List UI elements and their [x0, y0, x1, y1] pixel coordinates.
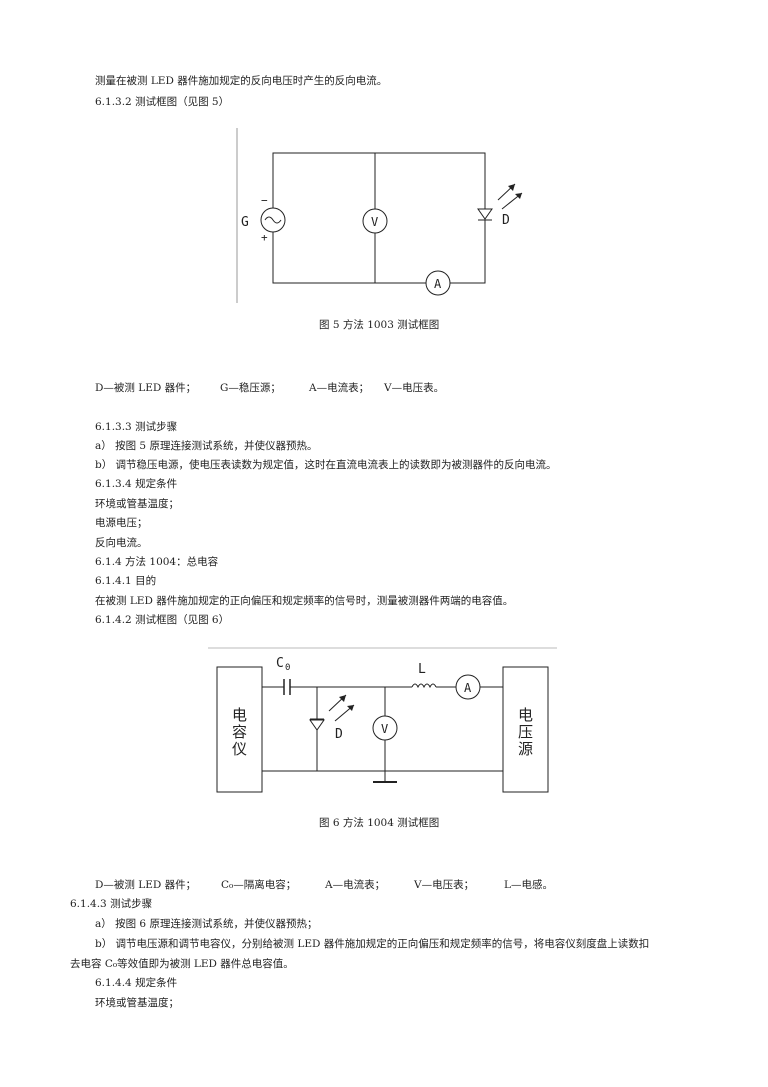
legend-item: A—电流表； [309, 382, 370, 394]
condition-temperature: 环境或管基温度； [95, 498, 179, 510]
legend-item: V—电压表。 [384, 382, 445, 394]
heading-6-1-3-3: 6.1.3.3 测试步骤 [95, 421, 178, 433]
step-b-fig6: b） 调节电压源和调节电容仪，分别给被测 LED 器件施加规定的正向偏压和规定频… [95, 938, 650, 950]
legend-item: D—被测 LED 器件； [95, 879, 197, 891]
legend-item: V—电压表； [414, 879, 475, 891]
minus-sign: − [261, 194, 268, 207]
step-a: a） 按图 5 原理连接测试系统，并使仪器预热。 [95, 440, 318, 452]
legend-figure-6: D—被测 LED 器件； C₀—隔离电容； A—电流表； V—电压表； L—电感。 [95, 878, 553, 892]
voltage-source-char: 源 [518, 740, 533, 758]
figure-5-circuit: G − + V A D [236, 128, 523, 303]
capacitance-meter-char: 容 [232, 723, 247, 741]
inductor-label: L [418, 662, 426, 677]
voltmeter-label: V [371, 215, 378, 229]
paragraph-purpose: 在被测 LED 器件施加规定的正向偏压和规定频率的信号时，测量被测器件两端的电容… [95, 595, 514, 607]
capacitance-meter-char: 电 [232, 706, 247, 724]
diode-label: D [335, 727, 343, 742]
figure-6-circuit: 电 容 仪 电 压 源 C 0 L A D V [208, 647, 557, 793]
led-diode-icon [309, 694, 355, 731]
figure-6-caption: 图 6 方法 1004 测试框图 [319, 817, 440, 829]
step-b-fig6-cont: 去电容 C₀等效值即为被测 LED 器件总电容值。 [70, 958, 294, 970]
step-a-fig6: a） 按图 6 原理连接测试系统，并使仪器预热； [95, 918, 318, 930]
heading-6-1-3-2: 6.1.3.2 测试框图（见图 5） [95, 96, 230, 108]
voltage-source-box [502, 666, 549, 793]
inductor-coil-icon [411, 683, 437, 689]
figure-5-caption: 图 5 方法 1003 测试框图 [319, 319, 440, 331]
legend-figure-5: D—被测 LED 器件； G—稳压源； A—电流表； V—电压表。 [95, 381, 444, 395]
voltmeter-label: V [381, 722, 388, 736]
capacitor-label: C [276, 656, 284, 671]
voltage-source-char: 电 [518, 706, 533, 724]
legend-item: G—稳压源； [220, 382, 281, 394]
capacitance-meter-char: 仪 [232, 740, 247, 758]
condition-voltage: 电源电压； [95, 517, 148, 529]
legend-item: C₀—隔离电容； [221, 879, 297, 891]
capacitor-subscript: 0 [285, 663, 290, 673]
diode-label: D [502, 213, 510, 228]
legend-item: D—被测 LED 器件； [95, 382, 197, 394]
ammeter-symbol [425, 270, 451, 296]
paragraph-reverse-current: 测量在被测 LED 器件施加规定的反向电压时产生的反向电流。 [95, 75, 388, 87]
ammeter-label: A [434, 277, 442, 291]
voltmeter-symbol [362, 208, 388, 234]
legend-item: A—电流表； [325, 879, 386, 891]
led-diode-icon [477, 183, 523, 221]
condition-current: 反向电流。 [95, 537, 148, 549]
heading-6-1-4-2: 6.1.4.2 测试框图（见图 6） [95, 614, 230, 626]
heading-6-1-4: 6.1.4 方法 1004：总电容 [95, 556, 219, 568]
condition-temperature-2: 环境或管基温度； [95, 997, 179, 1009]
ac-wave-icon [264, 216, 282, 224]
source-g-label: G [241, 215, 249, 230]
legend-item: L—电感。 [504, 879, 553, 891]
ammeter-label: A [464, 681, 472, 695]
voltage-source-char: 压 [518, 723, 533, 741]
heading-6-1-3-4: 6.1.3.4 规定条件 [95, 478, 178, 490]
plus-sign: + [261, 231, 268, 244]
capacitance-meter-box [216, 666, 263, 793]
step-b: b） 调节稳压电源，使电压表读数为规定值，这时在直流电流表上的读数即为被测器件的… [95, 459, 557, 471]
heading-6-1-4-4: 6.1.4.4 规定条件 [95, 977, 178, 989]
heading-6-1-4-3: 6.1.4.3 测试步骤 [70, 898, 153, 910]
heading-6-1-4-1: 6.1.4.1 目的 [95, 575, 157, 587]
